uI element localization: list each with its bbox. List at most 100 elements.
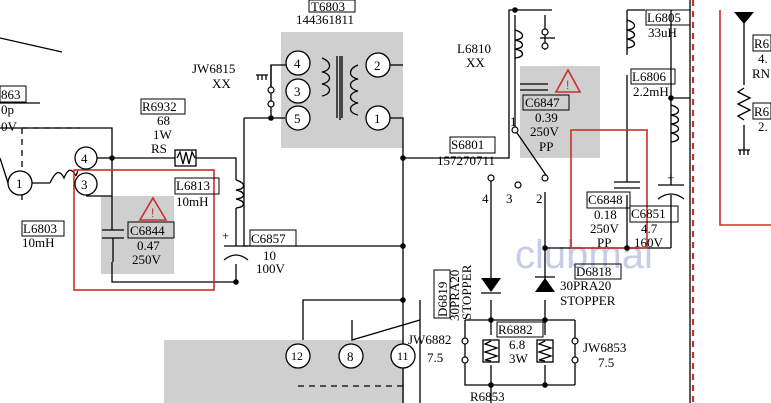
c6844-warning-icon	[138, 196, 168, 221]
r6882-ref: R6882	[498, 322, 533, 337]
pin-8-circle	[338, 343, 364, 369]
left-pin-3-circle	[74, 172, 98, 196]
wires	[0, 0, 745, 403]
c6857-plus: +	[222, 228, 229, 243]
l6806-ref-box	[630, 68, 676, 85]
c6844-ref-box	[127, 221, 175, 239]
right-val1b-fragment: RN	[752, 66, 771, 81]
t6803-pin-5-circle	[285, 105, 311, 131]
c6847-value-1: 0.39	[535, 110, 558, 125]
l6813-symbol	[235, 179, 245, 209]
d6818-ref-box	[574, 263, 622, 280]
s6801-terminal-2	[541, 174, 549, 182]
t6803-pin-1-circle	[365, 105, 391, 131]
right-ref2-fragment: R6	[754, 104, 770, 119]
jw6882-value: 7.5	[427, 350, 443, 365]
right-ground-symbol	[738, 149, 750, 155]
d6818-note: STOPPER	[560, 293, 616, 308]
right-ref2-box	[752, 102, 771, 120]
r6932-ref: R6932	[142, 99, 177, 114]
c6847-value-2: 250V	[530, 124, 560, 139]
t6803-core	[336, 56, 343, 118]
c6844-value-1: 0.47	[137, 238, 160, 253]
left-ref-box	[0, 85, 27, 103]
t6803-pin-1-label: 1	[374, 111, 381, 126]
l6813-ref-box	[174, 177, 220, 195]
jw6882-ref: JW6882	[408, 332, 451, 347]
c6844-symbol	[102, 229, 124, 262]
d6819-note: STOPPER	[459, 264, 474, 320]
pin-11-label: 11	[397, 349, 409, 363]
t6803-part: 144361811	[296, 12, 354, 27]
c6847-warning-mark: !	[566, 78, 569, 92]
right-ref1-box	[752, 34, 771, 52]
l6810-symbol	[514, 29, 524, 59]
c6847-ref-box	[522, 94, 570, 111]
junction-dot	[668, 95, 674, 101]
junction-dot	[268, 115, 274, 121]
t6803-ref-box	[308, 0, 356, 13]
jw6853-terminal-a	[571, 337, 579, 345]
s6801-terminal-4	[487, 174, 495, 182]
jw6853-ref: JW6853	[583, 340, 626, 355]
l6813-value: 10mH	[176, 194, 209, 209]
c6847-value-3: PP	[539, 139, 553, 154]
c6857-curve	[223, 254, 249, 261]
s6801-terminal-3	[514, 181, 522, 189]
junction-dot	[488, 382, 494, 388]
pin-8-label: 8	[347, 349, 354, 364]
left-val2-fragment: 0V	[1, 119, 18, 134]
right-diode-symbol	[734, 12, 754, 24]
jw6815-ref: JW6815	[192, 61, 235, 76]
junction-dot	[542, 245, 548, 251]
s6801-terminal-1	[511, 126, 519, 134]
c6851-curve	[657, 193, 685, 200]
c6857-ref-box	[249, 229, 297, 247]
s6801-part: 157270711	[437, 153, 495, 168]
jw6882-terminal-b	[461, 356, 469, 364]
jw6815-value: XX	[212, 76, 231, 91]
pin-12-label: 12	[291, 349, 303, 363]
t6803-pin-5-label: 5	[294, 111, 301, 126]
left-pin-1-label: 1	[16, 176, 23, 191]
c6848-ref: C6848	[588, 192, 623, 207]
junction-dot	[400, 243, 406, 249]
junction-dot	[542, 317, 548, 323]
l6806-value: 2.2mH	[633, 84, 669, 99]
c6844-value-2: 250V	[132, 252, 162, 267]
d6818-ref: D6818	[576, 264, 611, 279]
c6847-warning-icon	[554, 68, 582, 93]
t6803-pin-4-label: 4	[294, 56, 301, 71]
right-resistor-zigzag	[736, 87, 752, 121]
s6801-label-4: 4	[482, 191, 489, 206]
junction-dot	[512, 7, 518, 13]
s6801-ref: S6801	[451, 137, 484, 152]
r6932-zigzag	[176, 150, 196, 165]
c6847-symbol	[520, 83, 548, 91]
s6801-label-1: 1	[510, 114, 517, 129]
jw6882-terminal-a	[461, 337, 469, 345]
t6803-ref: T6803	[311, 0, 345, 14]
d6819-ref-box	[433, 269, 451, 319]
s6801-label-2: 2	[536, 191, 543, 206]
t6803-secondary-coil	[349, 64, 359, 116]
t6803-pin-4-circle	[285, 50, 311, 76]
r6932-value-2: 1W	[153, 127, 173, 142]
junction-dot	[624, 245, 630, 251]
c6847-ref: C6847	[525, 95, 560, 110]
jw6815-terminal-bottom	[267, 100, 275, 108]
c6847-shade	[520, 66, 600, 158]
l6803-ref-box	[21, 220, 65, 237]
ground-symbol	[256, 74, 268, 80]
left-pin-3-label: 3	[81, 177, 88, 192]
pin-11-circle	[390, 343, 416, 369]
l6810-terminal-b	[541, 42, 549, 50]
r6932-value-1: 68	[157, 113, 170, 128]
junction-dots	[109, 7, 674, 388]
r6882-zigzag-a	[482, 340, 500, 362]
left-pin-4-circle	[74, 146, 98, 170]
d6819-label-group: D6819 30PRA20 STOPPER	[433, 264, 474, 321]
d6819-symbol	[481, 278, 501, 292]
right-ref1-fragment: R6	[754, 36, 770, 51]
